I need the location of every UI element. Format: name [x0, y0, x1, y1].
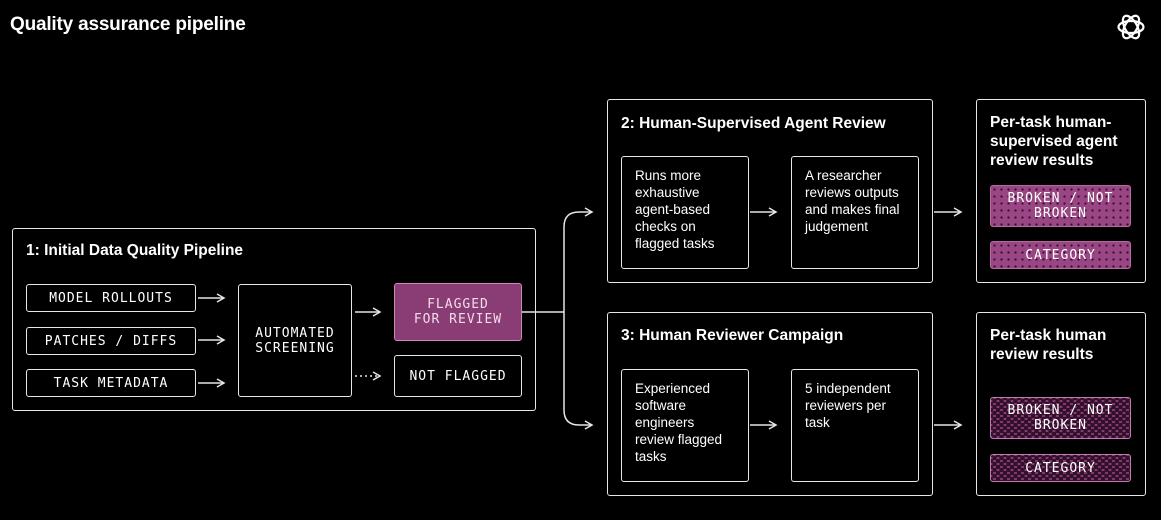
page-title: Quality assurance pipeline — [10, 14, 246, 35]
stage3-step-engineers: Experienced software engineers review fl… — [621, 369, 749, 482]
stage3-panel — [607, 312, 933, 496]
results-human-header: Per-task human review results — [990, 327, 1107, 363]
results-agent-header: Per-task human-supervised agent review r… — [990, 114, 1118, 169]
stage3-step-reviewers: 5 independent reviewers per task — [791, 369, 919, 482]
flagged-for-review: FLAGGED FOR REVIEW — [394, 283, 522, 341]
results-agent-panel — [976, 99, 1146, 283]
input-task-metadata: TASK METADATA — [26, 369, 196, 397]
input-model-rollouts: MODEL ROLLOUTS — [26, 284, 196, 312]
stage1-panel — [12, 228, 536, 411]
openai-logo-icon — [1117, 14, 1145, 40]
not-flagged: NOT FLAGGED — [394, 355, 522, 397]
results-human-category-tag: CATEGORY — [990, 454, 1131, 482]
stage2-step-researcher: A researcher reviews outputs and makes f… — [791, 156, 919, 269]
stage1-header: 1: Initial Data Quality Pipeline — [26, 242, 244, 259]
results-agent-category-tag: CATEGORY — [990, 241, 1131, 269]
stage2-panel — [607, 99, 933, 283]
results-human-panel — [976, 312, 1146, 496]
results-agent-broken-tag: BROKEN / NOT BROKEN — [990, 185, 1131, 227]
stage2-header: 2: Human-Supervised Agent Review — [621, 115, 886, 132]
results-human-broken-tag: BROKEN / NOT BROKEN — [990, 397, 1131, 439]
input-patches-diffs: PATCHES / DIFFS — [26, 327, 196, 355]
automated-screening: AUTOMATED SCREENING — [238, 284, 352, 397]
stage2-step-agent-checks: Runs more exhaustive agent-based checks … — [621, 156, 749, 269]
stage3-header: 3: Human Reviewer Campaign — [621, 327, 844, 344]
branch-connector — [522, 211, 580, 426]
